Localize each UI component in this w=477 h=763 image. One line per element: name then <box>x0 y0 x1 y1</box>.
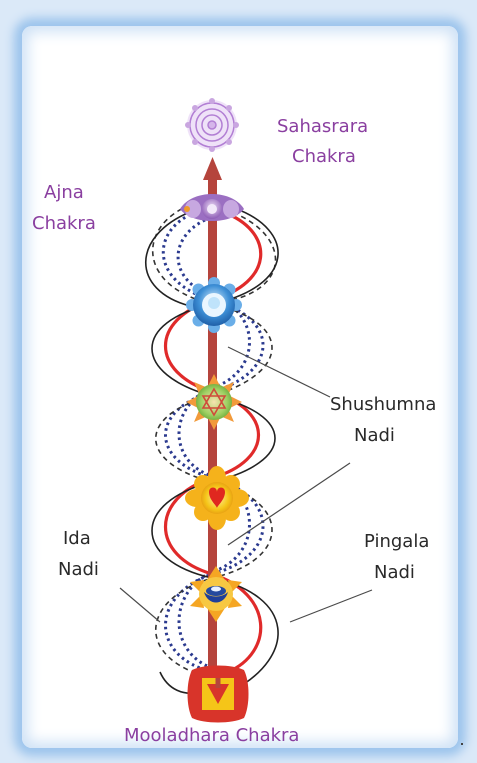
shushumna-label-line1: Shushumna <box>330 393 436 417</box>
mooladhara-label: Mooladhara Chakra <box>124 724 299 748</box>
corner-dot <box>461 743 463 745</box>
sahasrara-label-line1: Sahasrara <box>277 115 368 139</box>
red-square-lotus-icon <box>188 666 249 723</box>
ida-label-line2: Nadi <box>58 558 99 582</box>
pointer-lines <box>120 347 372 622</box>
eye-lotus-icon <box>180 194 244 221</box>
ajna-label-line1: Ajna <box>44 181 84 205</box>
green-star-lotus-icon <box>186 374 242 430</box>
ida-label-line1: Ida <box>63 527 91 551</box>
thousand-petal-lotus-icon <box>185 98 239 152</box>
pingala-label-line1: Pingala <box>364 530 429 554</box>
ajna-label-line2: Chakra <box>32 212 96 236</box>
pingala-label-line2: Nadi <box>374 561 415 585</box>
shushumna-label-line2: Nadi <box>354 424 395 448</box>
sahasrara-label-line2: Chakra <box>292 145 356 169</box>
blue-gear-lotus-icon <box>186 277 242 333</box>
